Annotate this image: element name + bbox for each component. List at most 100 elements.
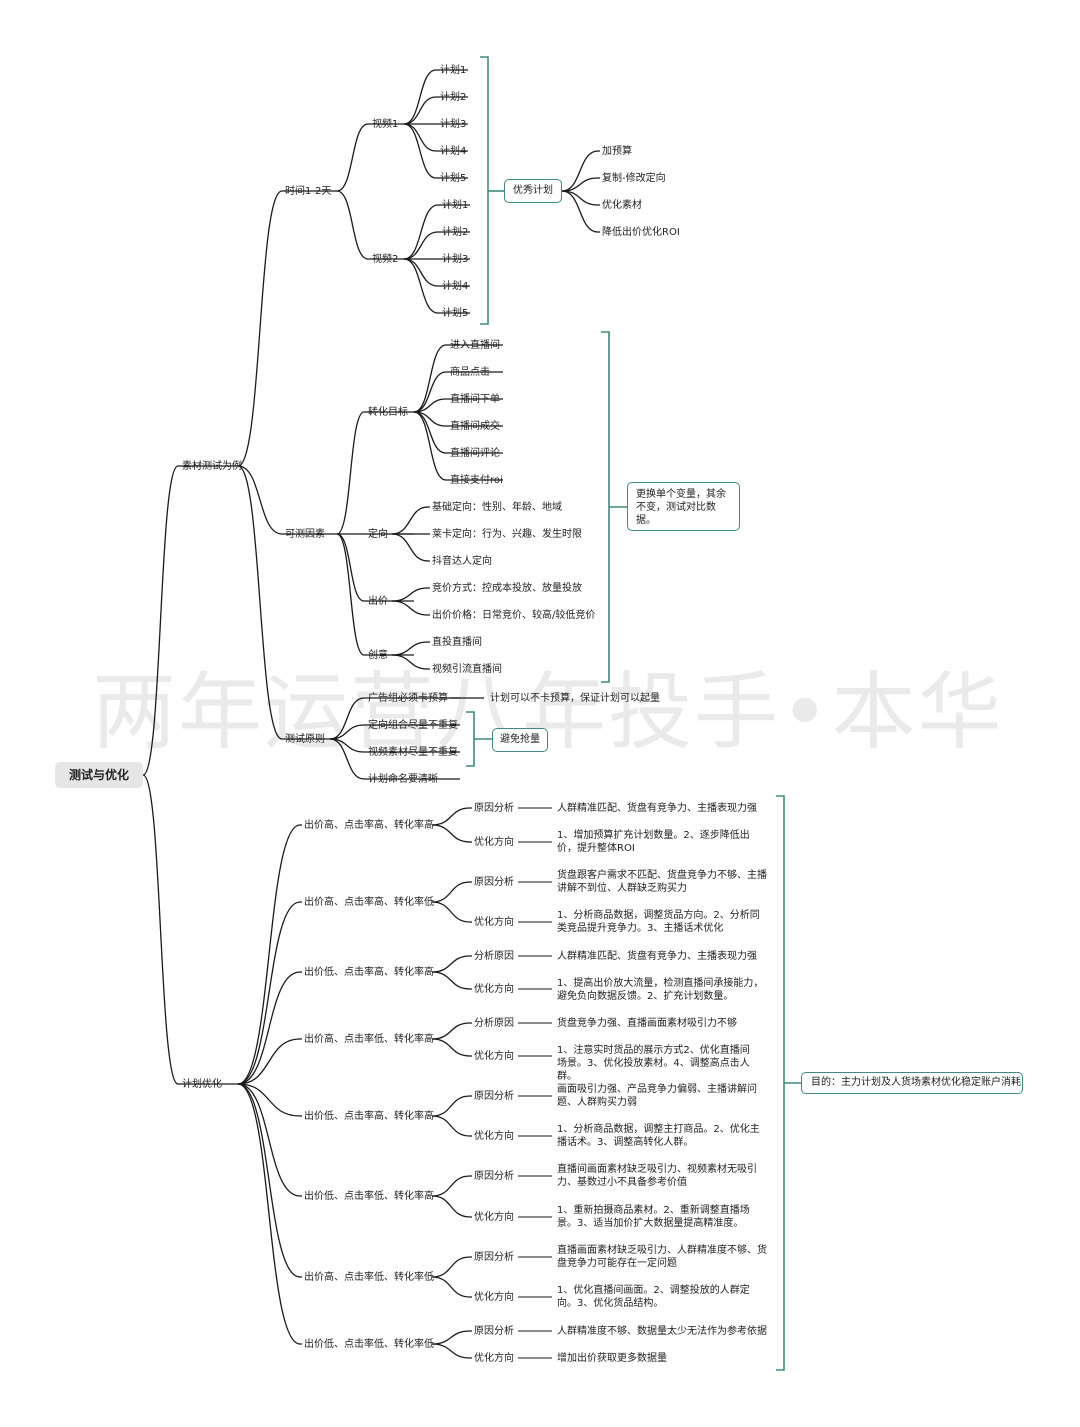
root-connector [142, 465, 238, 776]
action-item[interactable]: 优化素材 [602, 200, 642, 211]
action-item[interactable]: 降低出价优化ROI [602, 227, 680, 238]
conversion-item[interactable]: 直接支付roi [450, 475, 503, 486]
action-item[interactable]: 复制-修改定向 [602, 173, 666, 184]
node-bid[interactable]: 出价 [368, 596, 388, 607]
summary-avoid-competition[interactable]: 避免抢量 [492, 728, 548, 752]
branch-material-test[interactable]: 素材测试为例 [182, 461, 242, 472]
video2-plan[interactable]: 计划5 [442, 308, 469, 319]
conversion-connector [413, 344, 503, 413]
root-node[interactable]: 测试与优化 [55, 762, 143, 788]
time-connector [336, 123, 404, 192]
creative-item[interactable]: 视频引流直播间 [432, 664, 502, 675]
node-video-1[interactable]: 视频1 [372, 119, 399, 130]
node-creative[interactable]: 创意 [368, 650, 388, 661]
case-label[interactable]: 出价低、点击率高、转化率高 [304, 967, 434, 978]
case-connector [431, 1195, 472, 1218]
conversion-item[interactable]: 直播间成交 [450, 421, 500, 432]
summary-single-variable[interactable]: 更换单个变量，其余不变，测试对比数据。 [627, 482, 740, 531]
video-connector [403, 123, 468, 179]
case-key[interactable]: 优化方向 [474, 1131, 514, 1142]
case-key[interactable]: 原因分析 [474, 1091, 514, 1102]
case-label[interactable]: 出价低、点击率高、转化率高 [304, 1111, 434, 1122]
video2-plan[interactable]: 计划4 [442, 281, 469, 292]
case-key[interactable]: 原因分析 [474, 803, 514, 814]
video2-plan[interactable]: 计划2 [442, 227, 469, 238]
conversion-connector [413, 411, 503, 454]
creative-item[interactable]: 直投直播间 [432, 637, 482, 648]
video-connector [403, 69, 468, 125]
plan-connector [237, 971, 302, 1085]
branch-plan-optimization[interactable]: 计划优化 [182, 1079, 222, 1090]
principle-item[interactable]: 广告组必须卡预算 [368, 693, 448, 704]
bid-item[interactable]: 出价价格：日常竞价、较高/较低竞价 [432, 610, 596, 621]
bid-item[interactable]: 竞价方式：控成本投放、放量投放 [432, 583, 582, 594]
video2-plan[interactable]: 计划3 [442, 254, 469, 265]
principles-connector [329, 697, 460, 740]
conversion-item[interactable]: 进入直播间 [450, 340, 500, 351]
case-label[interactable]: 出价高、点击率高、转化率低 [304, 897, 434, 908]
case-label[interactable]: 出价低、点击率低、转化率高 [304, 1191, 434, 1202]
video2-plan[interactable]: 计划1 [442, 200, 469, 211]
case-key[interactable]: 优化方向 [474, 1292, 514, 1303]
plan-connector [237, 824, 302, 1085]
node-video-2[interactable]: 视频2 [372, 254, 399, 265]
case-key[interactable]: 优化方向 [474, 1051, 514, 1062]
budget-note[interactable]: 计划可以不卡预算，保证计划可以起量 [490, 693, 660, 704]
plan-connector [237, 1083, 302, 1345]
case-value: 1、注意实时货品的展示方式2、优化直播间场景。3、优化投放素材。4、调整高点击人… [557, 1045, 750, 1082]
case-key[interactable]: 分析原因 [474, 951, 514, 962]
case-label[interactable]: 出价高、点击率低、转化率低 [304, 1272, 434, 1283]
case-key[interactable]: 原因分析 [474, 1171, 514, 1182]
video-connector [403, 231, 470, 260]
node-factors[interactable]: 可测因素 [285, 529, 325, 540]
summary-bracket [776, 795, 785, 1371]
principle-item[interactable]: 视频素材尽量不重复 [368, 747, 458, 758]
node-time[interactable]: 时间1-2天 [285, 186, 332, 197]
summary-excellent-plan[interactable]: 优秀计划 [504, 179, 562, 203]
case-key[interactable]: 优化方向 [474, 984, 514, 995]
video1-plan[interactable]: 计划5 [440, 173, 467, 184]
conversion-item[interactable]: 商品点击 [450, 367, 490, 378]
case-key[interactable]: 优化方向 [474, 1212, 514, 1223]
case-key[interactable]: 优化方向 [474, 1353, 514, 1364]
case-key[interactable]: 优化方向 [474, 917, 514, 928]
node-principles[interactable]: 测试原则 [285, 734, 325, 745]
summary-plan-goal[interactable]: 目的：主力计划及人货场素材优化稳定账户消耗 [801, 1072, 1023, 1094]
plan-connector [237, 1083, 302, 1197]
case-value: 人群精准匹配、货盘有竞争力、主播表现力强 [557, 951, 757, 962]
case-key[interactable]: 优化方向 [474, 837, 514, 848]
targeting-item[interactable]: 基础定向：性别、年龄、地域 [432, 502, 562, 513]
principle-item[interactable]: 计划命名要清晰 [368, 774, 438, 785]
case-label[interactable]: 出价高、点击率低、转化率高 [304, 1034, 434, 1045]
video1-plan[interactable]: 计划3 [440, 119, 467, 130]
action-item[interactable]: 加预算 [602, 146, 632, 157]
case-key[interactable]: 分析原因 [474, 1018, 514, 1029]
actions-connector [561, 177, 600, 192]
node-conversion[interactable]: 转化目标 [368, 407, 408, 418]
case-key[interactable]: 原因分析 [474, 1326, 514, 1337]
targeting-item[interactable]: 抖音达人定向 [432, 556, 492, 567]
factors-connector [336, 533, 414, 656]
case-key[interactable]: 原因分析 [474, 1252, 514, 1263]
case-key[interactable]: 原因分析 [474, 877, 514, 888]
root-connector [142, 774, 238, 1085]
case-connector [431, 807, 472, 826]
case-value: 1、重新拍摄商品素材。2、重新调整直播场景。3、适当加价扩大数据量提高精准度。 [557, 1205, 750, 1229]
conversion-item[interactable]: 直播间下单 [450, 394, 500, 405]
video1-plan[interactable]: 计划4 [440, 146, 467, 157]
case-label[interactable]: 出价高、点击率高、转化率高 [304, 820, 434, 831]
video1-plan[interactable]: 计划1 [440, 65, 467, 76]
principle-item[interactable]: 定向组合尽量不重复 [368, 720, 458, 731]
case-value: 人群精准匹配、货盘有竞争力、主播表现力强 [557, 803, 757, 814]
case-connector [431, 971, 472, 990]
targeting-item[interactable]: 莱卡定向：行为、兴趣、发生时限 [432, 529, 582, 540]
material-connector [237, 190, 337, 467]
conversion-item[interactable]: 直播间评论 [450, 448, 500, 459]
node-targeting[interactable]: 定向 [368, 529, 388, 540]
plan-connector [237, 1083, 302, 1278]
video1-plan[interactable]: 计划2 [440, 92, 467, 103]
factors-connector [336, 533, 414, 602]
case-label[interactable]: 出价低、点击率低、转化率低 [304, 1339, 434, 1350]
time-connector [336, 190, 404, 260]
